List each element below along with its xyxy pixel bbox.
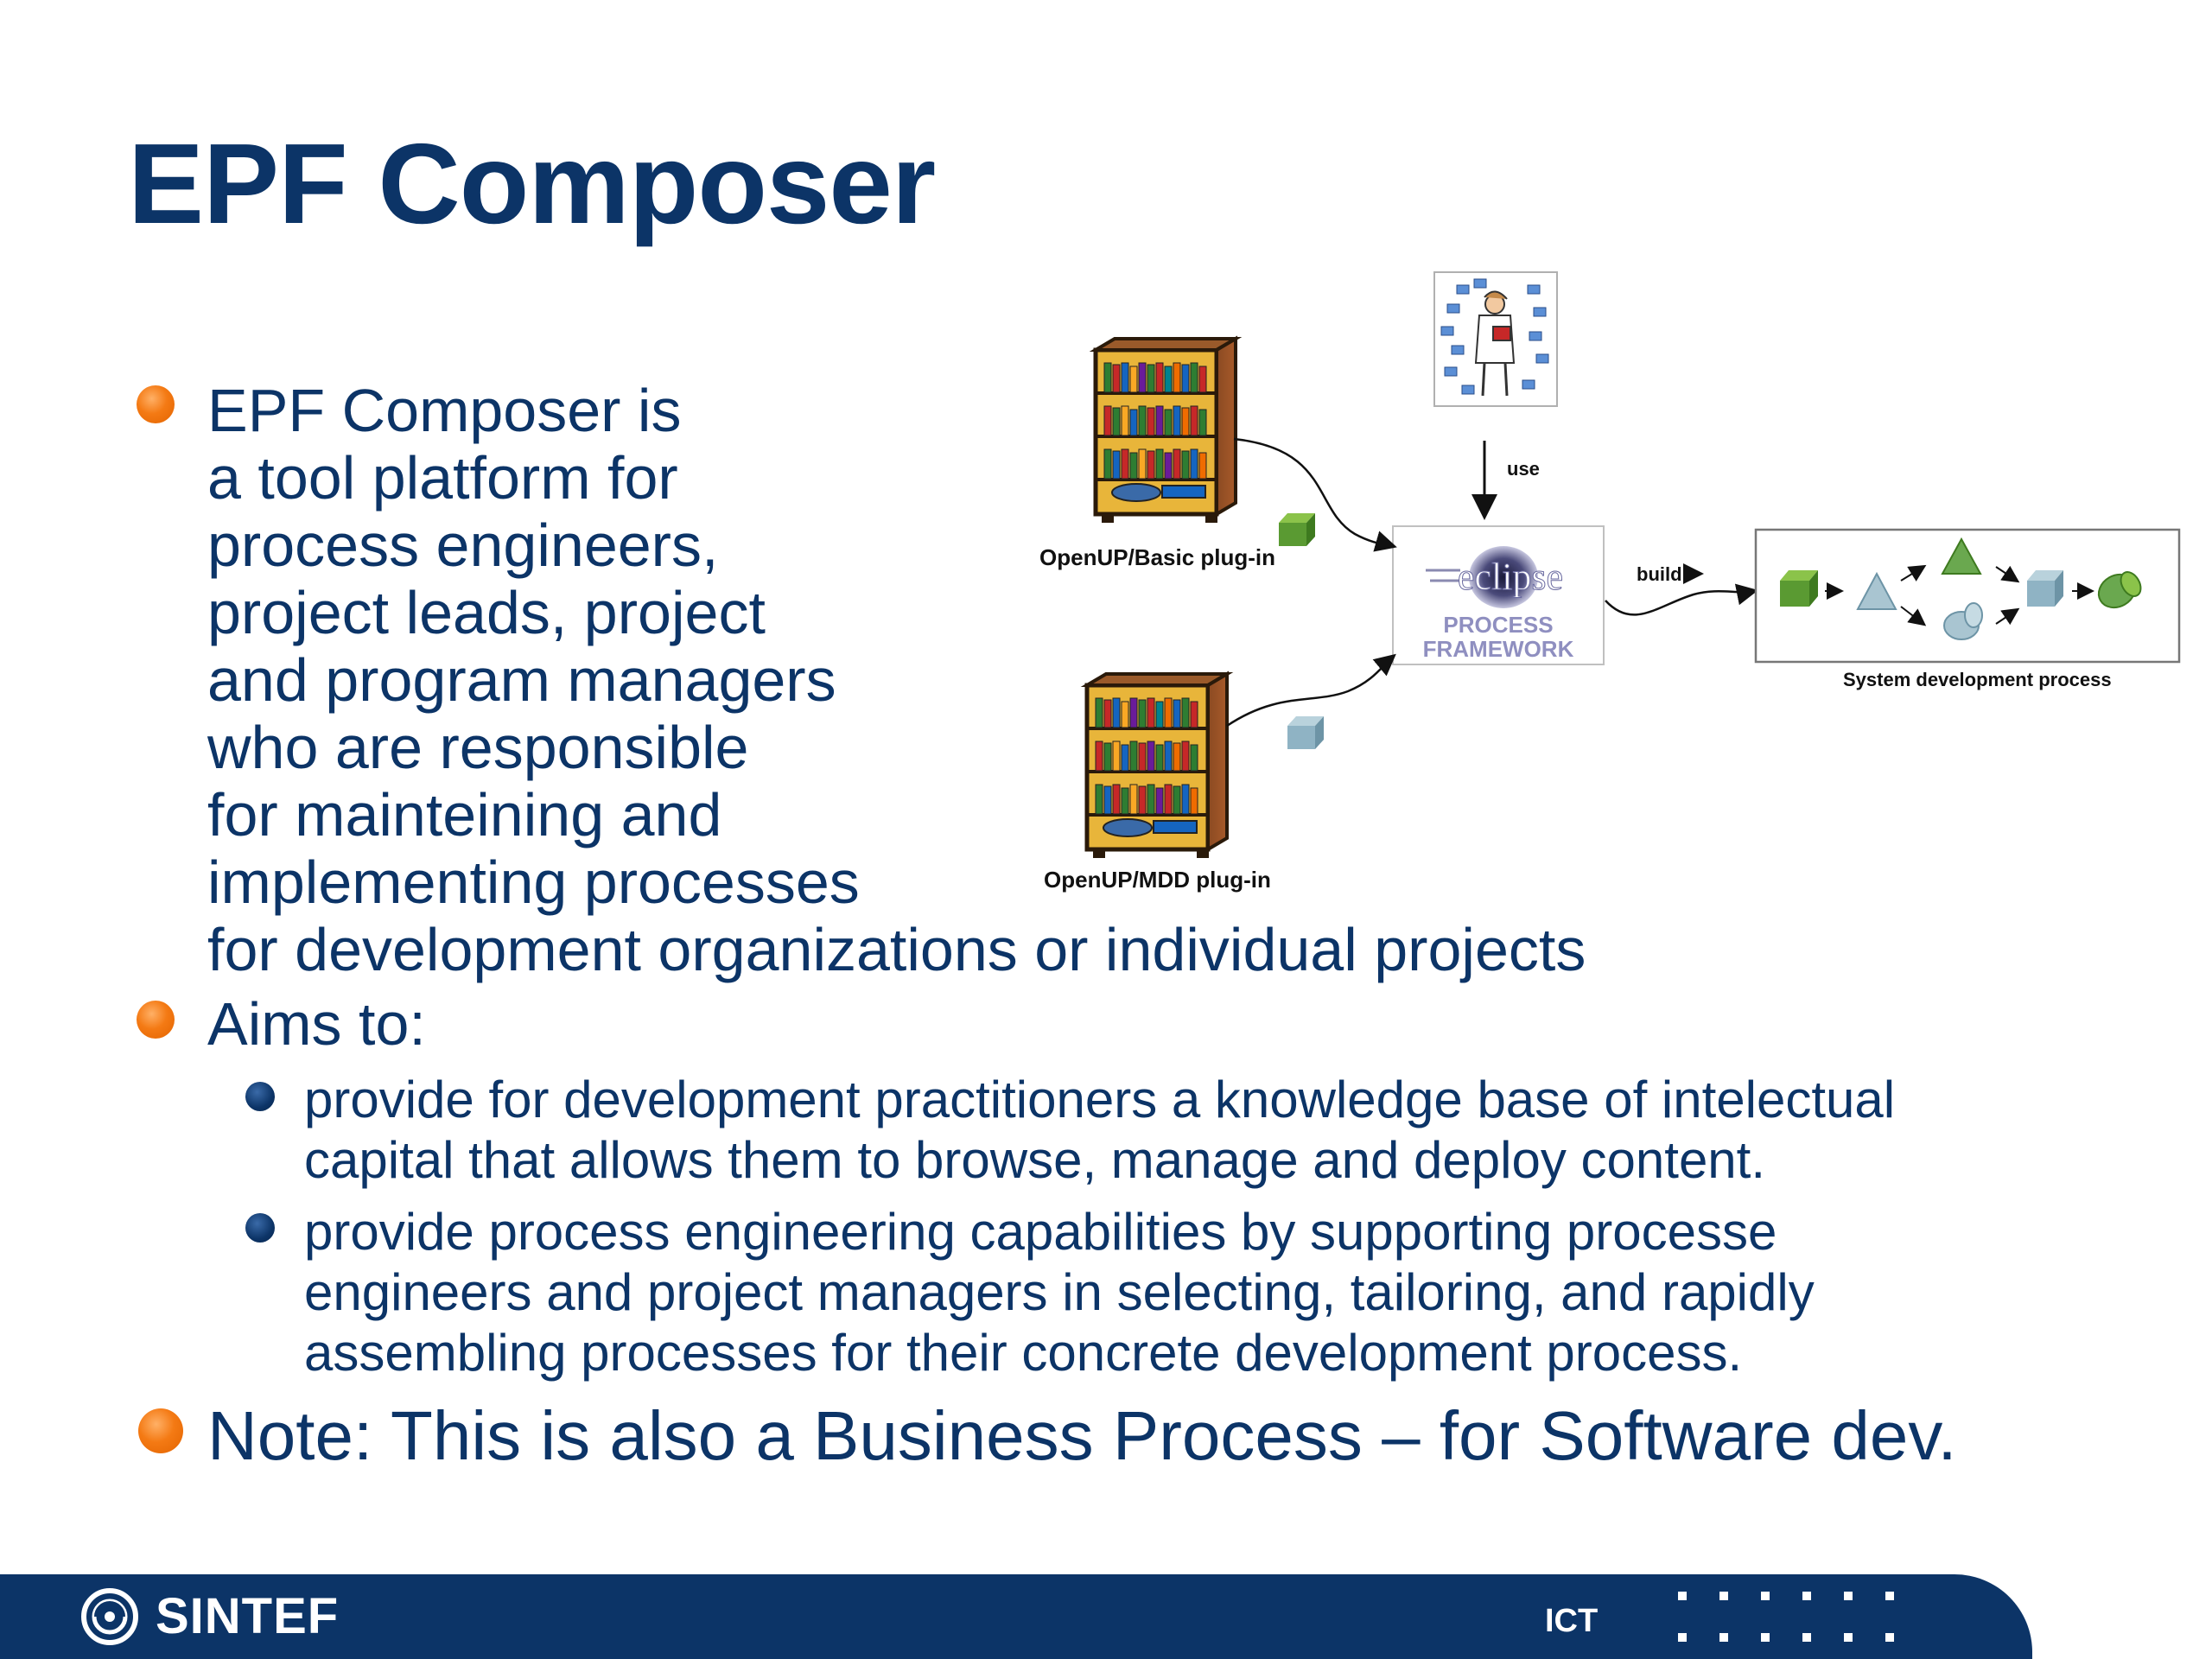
footer-dot [1844, 1592, 1853, 1600]
build-label: build [1637, 563, 1682, 585]
process-cylinder-green-icon [2097, 571, 2142, 609]
footer-dot [1802, 1633, 1811, 1642]
footer-unit: ICT [1545, 1603, 1599, 1639]
process-cube-green-icon [1780, 570, 1818, 607]
bullet-1-line: for mainteining and [207, 781, 722, 849]
footer-brand: SINTEF [156, 1588, 340, 1644]
footer-dot [1678, 1633, 1687, 1642]
bullet-marker [137, 1001, 175, 1039]
sub-bullet-1-line: provide for development practitioners a … [304, 1071, 1896, 1128]
sub-bullet-2-line: assembling processes for their concrete … [304, 1324, 1743, 1382]
footer-dot [1761, 1633, 1770, 1642]
bullet-marker [137, 385, 175, 423]
footer-dot [1802, 1592, 1811, 1600]
bullet-1-line: process engineers, [207, 512, 719, 579]
footer-dot [1719, 1592, 1728, 1600]
plugin-basic-label: OpenUP/Basic plug-in [1039, 544, 1276, 570]
sub-bullet-1-line: capital that allows them to browse, mana… [304, 1131, 1766, 1189]
slide-title: EPF Composer [128, 120, 936, 247]
sub-bullet-marker [245, 1213, 275, 1243]
build-arrowhead-icon [1683, 563, 1704, 584]
sub-bullet-2-line: provide process engineering capabilities… [304, 1203, 1777, 1261]
footer-dot [1761, 1592, 1770, 1600]
footer-dot [1844, 1633, 1853, 1642]
bullet-1-line: EPF Composer is [207, 377, 682, 444]
process-cube-steel-icon [2027, 570, 2063, 607]
sub-bullet-marker [245, 1082, 275, 1111]
sub-bullet-1-text: provide for development practitioners a … [304, 1070, 1895, 1191]
footer-bar [0, 1574, 2032, 1659]
process-pyramid-steel-icon [1856, 571, 1897, 610]
bullet-1-line: project leads, project [207, 579, 766, 646]
footer-dot [1678, 1592, 1687, 1600]
process-pyramid-green-icon [1941, 537, 1982, 575]
plugin-mdd-label: OpenUP/MDD plug-in [1044, 867, 1271, 893]
sub-bullet-2-text: provide process engineering capabilities… [304, 1202, 1815, 1383]
bullet-1-text: EPF Composer is a tool platform for proc… [207, 377, 1586, 983]
footer-dot [1885, 1592, 1894, 1600]
sub-bullet-2-line: engineers and project managers in select… [304, 1263, 1815, 1321]
bullet-1-line: for development organizations or individ… [207, 916, 1586, 983]
epf-to-output-connector [1605, 583, 1758, 616]
bullet-2-text: Aims to: [207, 990, 426, 1058]
bullet-1-line: who are responsible [207, 714, 749, 781]
bullet-marker [138, 1408, 183, 1453]
bullet-1-line: a tool platform for [207, 444, 678, 512]
bullet-1-line: implementing processes [207, 849, 860, 916]
use-label: use [1507, 458, 1540, 480]
bullet-3-text: Note: This is also a Business Process – … [207, 1397, 1957, 1474]
footer-dot [1719, 1633, 1728, 1642]
sintef-logo-icon [81, 1588, 138, 1645]
footer-dot [1885, 1633, 1894, 1642]
system-development-process-box [1754, 528, 2181, 664]
output-label: System development process [1843, 669, 2112, 690]
bullet-1-line: and program managers [207, 646, 836, 714]
process-cylinder-steel-icon [1943, 602, 1983, 640]
